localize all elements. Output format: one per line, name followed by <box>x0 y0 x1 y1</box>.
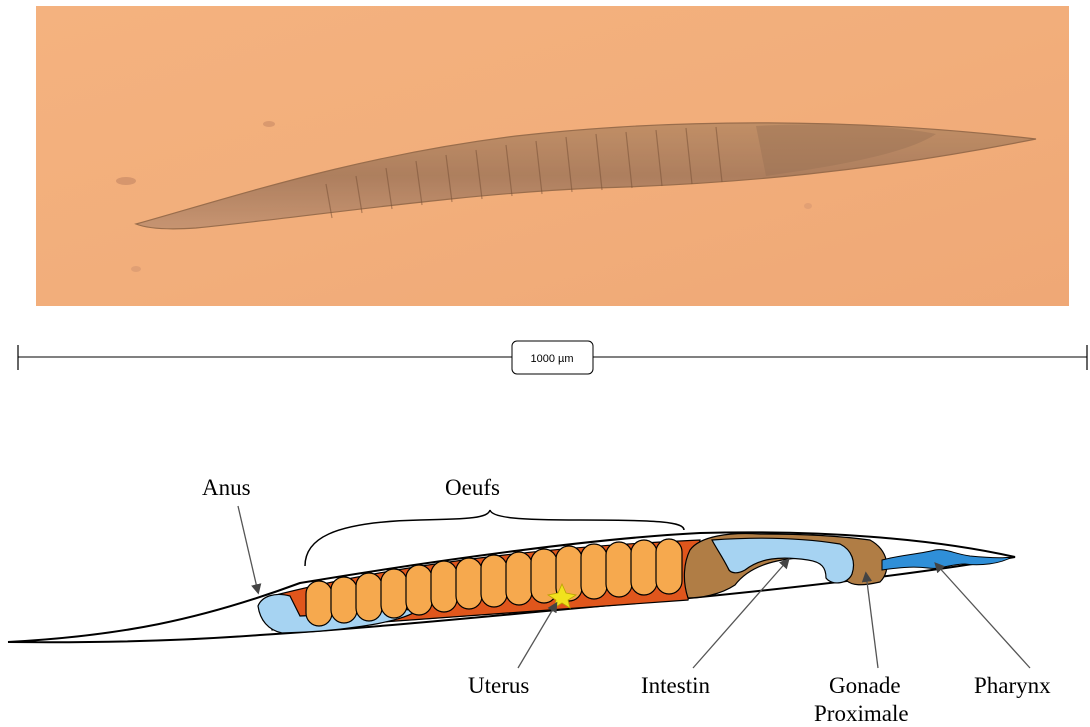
debris-speck <box>131 266 141 272</box>
debris-speck <box>263 121 275 127</box>
nematode-micrograph <box>36 6 1069 306</box>
nematode-anatomy-diagram: Anus Oeufs Uterus Intestin Gonade Proxim… <box>0 440 1090 727</box>
egg <box>606 542 632 597</box>
gonad-label-line2: Proximale <box>814 701 909 726</box>
egg <box>331 577 357 623</box>
anus-leader-line <box>238 506 258 592</box>
gonad-label-line1: Gonade <box>829 673 901 698</box>
pharynx-label: Pharynx <box>974 673 1051 698</box>
pharynx-leader-line <box>936 564 1030 668</box>
egg <box>356 573 382 621</box>
egg <box>481 555 507 607</box>
debris-speck <box>116 177 136 185</box>
egg <box>631 540 657 595</box>
egg <box>456 558 482 609</box>
egg <box>381 569 407 618</box>
egg <box>406 565 432 615</box>
intestine-label: Intestin <box>641 673 710 698</box>
debris-speck <box>804 203 812 209</box>
egg <box>506 552 532 605</box>
anus-label: Anus <box>202 475 251 500</box>
egg <box>306 581 332 626</box>
scale-bar: 1000 µm <box>0 330 1090 390</box>
egg <box>656 539 682 594</box>
egg <box>431 561 457 612</box>
scale-bar-label: 1000 µm <box>530 353 573 365</box>
gonad-leader-line <box>866 574 878 668</box>
egg <box>581 544 607 599</box>
uterus-label: Uterus <box>468 673 529 698</box>
eggs-label: Oeufs <box>445 475 500 500</box>
